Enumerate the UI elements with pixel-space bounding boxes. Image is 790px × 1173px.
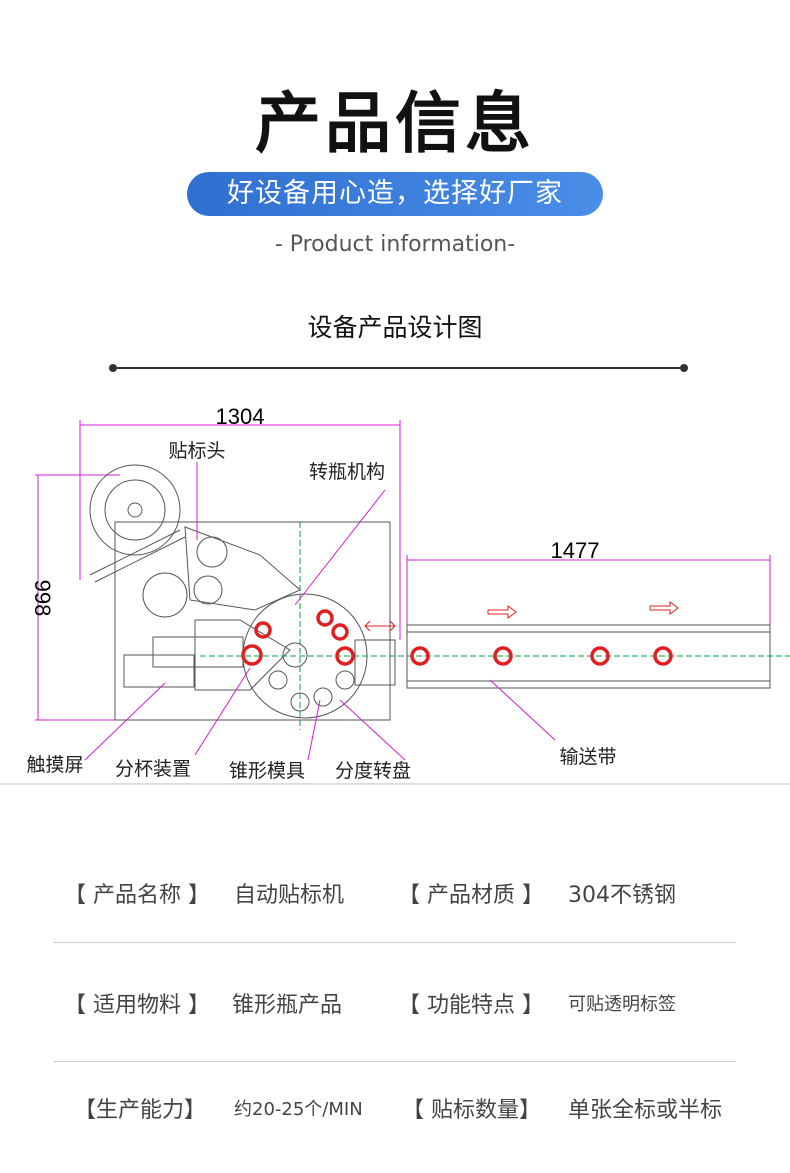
conveyor-dimension: 1477 [551,538,600,563]
spec-row: 【生产能力】 约20-25个/MIN 【 贴标数量】 单张全标或半标 [54,1092,736,1132]
bottle-rotation-label: 转瓶机构 [309,461,385,483]
touch-screen-label: 触摸屏 [26,754,83,776]
spec-value: 单张全标或半标 [568,1098,723,1123]
leader-lines [84,462,556,761]
spec-value: 锥形瓶产品 [232,993,343,1018]
dimension-lines [35,420,771,721]
section-separator [0,783,790,785]
height-dimension: 998 [30,580,55,617]
page-title: 产品信息 [255,85,535,162]
conveyor-label: 输送带 [559,746,616,768]
direction-arrows [364,601,679,632]
spec-row: 【 产品名称 】 自动贴标机 【 产品材质 】 304不锈钢 [54,877,736,917]
label-head-label: 贴标头 [168,440,225,462]
spec-value: 可贴透明标签 [568,994,676,1015]
spec-key: 【 贴标数量】 [402,1098,541,1123]
row-divider [54,942,736,943]
bottle-markers [241,609,673,666]
divider-dot-right [680,364,688,372]
slogan-banner: 好设备用心造，选择好厂家 [187,172,603,216]
machine-design-drawing: 1304 1477 998 [26,404,790,782]
cup-divider-label: 分杯装置 [115,758,191,780]
page-subtitle: - Product information- [274,232,516,257]
center-lines [200,522,790,730]
spec-value: 304不锈钢 [568,883,676,908]
cone-mold-label: 锥形模具 [229,760,305,782]
spec-value: 约20-25个/MIN [234,1099,363,1120]
spec-key: 【 产品材质 】 [398,883,544,908]
spec-key: 【 产品名称 】 [64,883,210,908]
section-title: 设备产品设计图 [307,313,483,342]
spec-key: 【 适用物料 】 [64,993,210,1018]
spec-value: 自动贴标机 [234,883,345,908]
machine-body [89,464,771,721]
spec-row: 【 适用物料 】 锥形瓶产品 【 功能特点 】 可贴透明标签 [54,987,736,1027]
spec-key: 【生产能力】 [74,1098,207,1123]
row-divider [54,1061,736,1062]
section-divider [113,367,684,369]
spec-key: 【 功能特点 】 [398,993,544,1018]
index-turntable-label: 分度转盘 [335,760,411,782]
width-dimension: 1304 [216,404,265,429]
